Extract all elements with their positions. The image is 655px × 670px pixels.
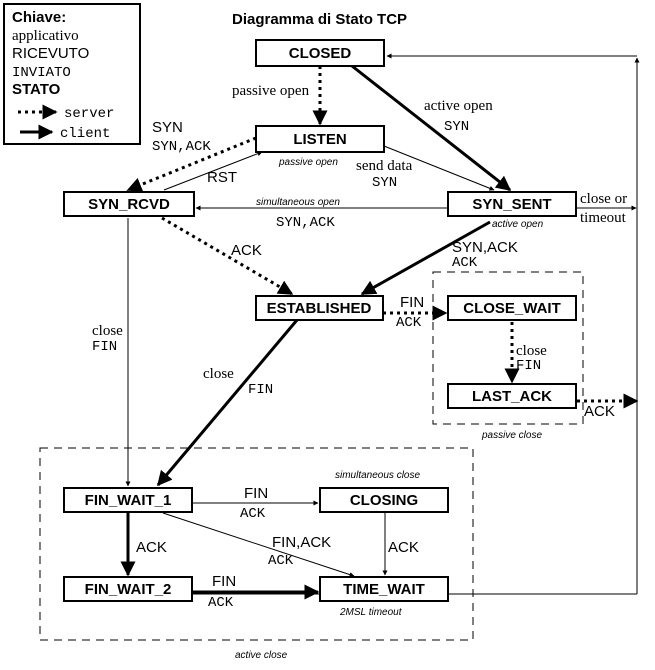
state-fin-wait-2: FIN_WAIT_2 xyxy=(63,576,193,602)
state-syn-rcvd-label: SYN_RCVD xyxy=(88,196,170,213)
label-send-data: send data xyxy=(356,158,413,174)
label-est-close-fin: FIN xyxy=(248,382,273,398)
state-closing-label: CLOSING xyxy=(350,492,418,509)
label-synsent-ack: ACK xyxy=(452,255,478,271)
legend-received: RICEVUTO xyxy=(12,45,89,62)
label-synrcvd-fin: FIN xyxy=(92,339,117,355)
state-established: ESTABLISHED xyxy=(255,295,384,321)
simultaneous-open-note: simultaneous open xyxy=(256,197,340,208)
state-time-wait: TIME_WAIT xyxy=(319,576,449,602)
established-to-finwait1-arrow xyxy=(156,319,299,487)
listen-to-synrcvd-arrow xyxy=(126,136,257,192)
state-last-ack: LAST_ACK xyxy=(447,383,577,409)
label-fw1-fin: FIN xyxy=(244,485,268,502)
state-last-ack-label: LAST_ACK xyxy=(472,388,552,405)
state-syn-rcvd: SYN_RCVD xyxy=(63,191,195,217)
label-active-open-syn: SYN xyxy=(444,119,469,135)
finwait1-to-timewait-arrow xyxy=(162,512,355,577)
passive-close-note: passive close xyxy=(481,430,542,441)
label-fw1-fw2-ack: ACK xyxy=(136,539,167,556)
label-est-close: close xyxy=(203,366,234,382)
label-fw2-fin: FIN xyxy=(212,573,236,590)
state-fin-wait-1-label: FIN_WAIT_1 xyxy=(85,492,172,509)
diagram-title: Diagramma di Stato TCP xyxy=(232,11,407,28)
legend-client: client xyxy=(60,126,110,142)
legend: Chiave: applicativo RICEVUTO INVIATO STA… xyxy=(3,3,141,145)
state-closed-label: CLOSED xyxy=(289,45,352,62)
listen-to-synsent-arrow xyxy=(383,145,495,191)
active-open-note: active open xyxy=(492,219,544,230)
state-listen-label: LISTEN xyxy=(293,131,346,148)
label-close-or: close or xyxy=(580,191,627,207)
label-send-data-syn: SYN xyxy=(372,175,397,191)
label-synrcvd-close: close xyxy=(92,323,123,339)
label-closewait-fin: FIN xyxy=(516,358,541,374)
synsent-to-established-arrow xyxy=(360,220,491,296)
state-close-wait-label: CLOSE_WAIT xyxy=(463,300,561,317)
label-listen-syn: SYN xyxy=(152,119,183,136)
state-established-label: ESTABLISHED xyxy=(267,300,372,317)
legend-heading: Chiave: xyxy=(12,9,66,26)
state-fin-wait-2-label: FIN_WAIT_2 xyxy=(85,581,172,598)
state-syn-sent-label: SYN_SENT xyxy=(472,196,551,213)
label-fw2-ack: ACK xyxy=(208,595,234,611)
label-lastack-ack: ACK xyxy=(584,403,615,420)
label-synrcvd-ack: ACK xyxy=(231,242,262,259)
active-close-group xyxy=(39,447,474,641)
label-passive-open: passive open xyxy=(232,83,310,99)
label-closewait-close: close xyxy=(516,343,547,359)
state-listen: LISTEN xyxy=(255,125,385,153)
state-closing: CLOSING xyxy=(319,487,449,513)
label-synsent-synack: SYN,ACK xyxy=(452,239,518,256)
state-closed: CLOSED xyxy=(255,39,385,67)
timeout-2msl-note: 2MSL timeout xyxy=(339,607,403,618)
state-fin-wait-1: FIN_WAIT_1 xyxy=(63,487,193,513)
label-listen-synack: SYN,ACK xyxy=(152,139,211,155)
simultaneous-close-note: simultaneous close xyxy=(335,470,420,481)
active-close-note: active close xyxy=(235,650,288,661)
legend-app: applicativo xyxy=(12,28,79,44)
passive-open-note: passive open xyxy=(278,157,338,168)
label-simopen-synack: SYN,ACK xyxy=(276,215,335,231)
label-est-ack: ACK xyxy=(396,315,422,331)
state-time-wait-label: TIME_WAIT xyxy=(343,581,425,598)
synrcvd-to-listen-arrow xyxy=(163,151,263,191)
closed-to-synsent-arrow xyxy=(351,64,512,192)
label-fw1-finack-ack: ACK xyxy=(268,553,294,569)
legend-server: server xyxy=(64,106,114,122)
label-fw1-finack: FIN,ACK xyxy=(272,534,331,551)
passive-close-group xyxy=(432,271,584,425)
label-rst: RST xyxy=(207,169,237,186)
label-fw1-ack: ACK xyxy=(240,506,266,522)
legend-box xyxy=(3,3,141,145)
label-est-fin: FIN xyxy=(400,294,424,311)
legend-state: STATO xyxy=(12,81,61,98)
synrcvd-to-established-arrow xyxy=(161,216,294,296)
state-syn-sent: SYN_SENT xyxy=(447,191,577,217)
legend-sent: INVIATO xyxy=(12,65,71,81)
label-active-open: active open xyxy=(424,98,493,114)
label-closing-ack: ACK xyxy=(388,539,419,556)
label-timeout: timeout xyxy=(580,210,627,226)
state-close-wait: CLOSE_WAIT xyxy=(447,295,577,321)
